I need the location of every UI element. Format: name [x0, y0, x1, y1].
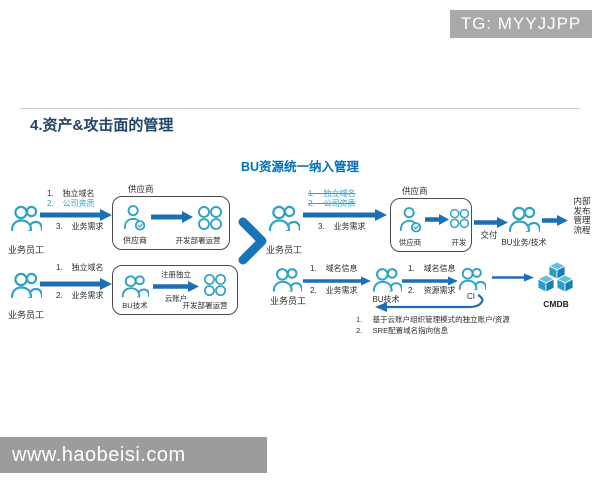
business-staff-icon: [10, 203, 42, 233]
tg-badge: TG: MYYJJPP: [450, 10, 592, 38]
bu-tech-label: BU技术: [122, 301, 148, 310]
footnote: 1. 基于云账户组织管理模式的独立账户/资源: [356, 315, 510, 324]
page-title: 4.资产&攻击面的管理: [30, 117, 174, 134]
bu-tech-box: BU技术 注册独立 云账户 开发部署运营: [112, 265, 238, 315]
supplier-box: 供应商 开发部署运营: [112, 196, 230, 250]
flow-arrow-icon: [40, 209, 112, 221]
bu-tech-icon: [121, 273, 149, 299]
outcome-text: 内部 发布 管理 流程: [568, 196, 596, 235]
deliver-label: 交付: [480, 230, 498, 240]
business-staff-icon: [268, 203, 300, 233]
devops-label: 开发部署运营: [182, 301, 228, 310]
flow-arrow-icon: [303, 276, 371, 286]
supplier-title: 供应商: [128, 184, 154, 194]
outcome-line: 发布: [573, 205, 591, 216]
divider-line: [20, 108, 580, 109]
feedback-arrow-icon: [375, 294, 484, 312]
flow-arrow-icon: [425, 214, 449, 225]
outcome-line: 流程: [573, 224, 591, 235]
devops-icon: [197, 205, 223, 231]
dev-icon: [449, 208, 470, 229]
supplier-label: 供应商: [123, 236, 147, 245]
bu-tech-icon: [372, 266, 402, 293]
requirement-item: 1. 域名信息: [408, 264, 456, 273]
supplier-icon: [399, 205, 423, 235]
requirement-item-struck: 2. 公司资质: [308, 199, 356, 208]
actor-label: 业务员工: [7, 310, 44, 320]
outcome-line: 管理: [573, 215, 591, 225]
bu-tech-label: BU技术: [372, 295, 400, 304]
requirement-item: 3. 业务需求: [56, 222, 104, 231]
supplier-icon: [123, 203, 147, 233]
bu-team-label: BU业务/技术: [501, 238, 547, 247]
flow-arrow-icon: [474, 217, 508, 228]
flow-arrow-icon: [542, 215, 568, 226]
flow-arrow-icon: [40, 278, 112, 290]
footnote: 2. SRE配置域名指向信息: [356, 326, 449, 335]
requirement-item: 1. 域名信息: [310, 264, 358, 273]
footer-bar: www.haobeisi.com: [0, 437, 267, 473]
business-staff-icon: [10, 270, 42, 300]
requirement-item: 1. 独立域名: [56, 263, 104, 272]
dev-label: 开发: [451, 238, 467, 247]
cmdb-cubes-icon: [537, 261, 574, 293]
actor-label: 业务员工: [269, 296, 306, 306]
flow-arrow-icon: [303, 209, 387, 221]
bu-team-icon: [508, 205, 540, 233]
flow-arrow-icon: [153, 281, 199, 292]
requirement-item: 2. 公司资质: [47, 199, 95, 208]
business-staff-icon: [272, 266, 302, 293]
supplier-label: 供应商: [398, 238, 422, 247]
requirement-item: 2. 业务需求: [310, 286, 358, 295]
outcome-line: 内部: [573, 196, 591, 206]
arrow-top-label: 注册独立: [161, 270, 191, 279]
actor-label: 业务员工: [7, 245, 44, 255]
devops-label: 开发部署运营: [175, 236, 221, 245]
supplier-box: 供应商 开发: [390, 198, 472, 252]
diagram-title: BU资源统一纳入管理: [240, 160, 360, 174]
requirement-item: 2. 业务需求: [56, 291, 104, 300]
transition-chevron-icon: [238, 217, 267, 265]
ci-label: CI: [467, 292, 475, 301]
flow-arrow-icon: [151, 211, 193, 223]
flow-arrow-icon: [402, 276, 458, 286]
requirement-item: 3. 业务需求: [318, 222, 366, 231]
ci-team-icon: [458, 266, 486, 291]
requirement-item: 2. 资源需求: [408, 286, 456, 295]
footer-url: www.haobeisi.com: [12, 443, 186, 466]
requirement-item: 1. 独立域名: [47, 189, 95, 198]
flow-arrow-icon: [492, 273, 534, 282]
cmdb-label: CMDB: [543, 299, 569, 309]
requirement-item-struck: 1. 独立域名: [308, 189, 356, 198]
actor-label: 业务员工: [265, 245, 302, 255]
supplier-title: 供应商: [402, 186, 428, 196]
arrow-bottom-label: 云账户: [164, 294, 188, 303]
devops-icon: [203, 273, 227, 297]
